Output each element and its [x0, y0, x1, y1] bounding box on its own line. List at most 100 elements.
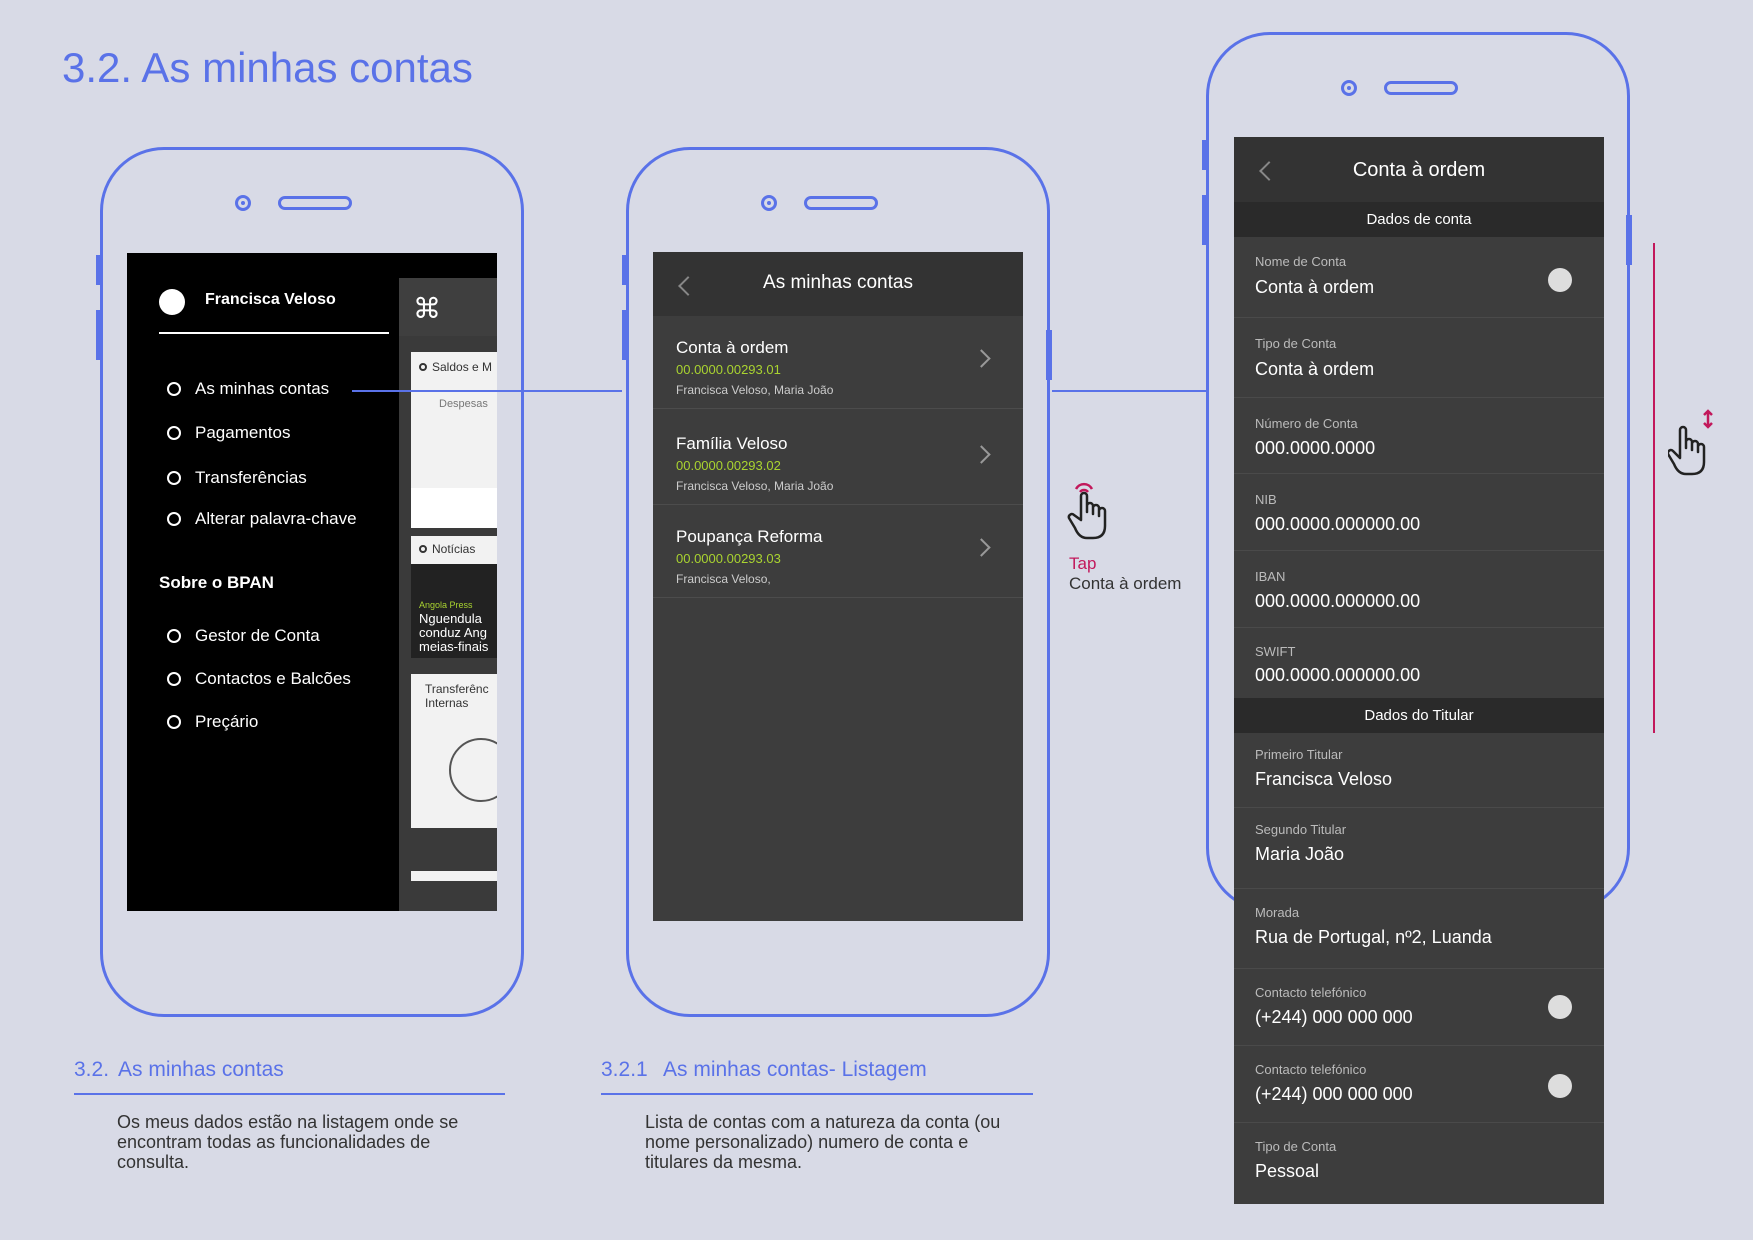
menu-item-as-minhas-contas[interactable]: As minhas contas	[167, 379, 329, 399]
card-saldos[interactable]: Saldos e M Despesas	[411, 352, 497, 528]
menu-item-gestor-de-conta[interactable]: Gestor de Conta	[167, 626, 320, 646]
avatar[interactable]	[159, 289, 185, 315]
dashboard-header	[399, 278, 497, 336]
field-label: NIB	[1255, 492, 1277, 507]
field-value: 000.0000.000000.00	[1255, 514, 1421, 534]
page-title: 3.2. As minhas contas	[62, 44, 473, 91]
caption-divider	[601, 1093, 1033, 1095]
field-label: Nome de Conta	[1255, 254, 1347, 269]
scroll-indicator	[1653, 243, 1655, 733]
menu-item-contactos-e-balcoes[interactable]: Contactos e Balcões	[167, 669, 351, 689]
account-holders: Francisca Veloso, Maria João	[676, 479, 834, 493]
card-noticias[interactable]: Notícias Angola Press Nguendula conduz A…	[411, 536, 497, 658]
field-morada: Morada Rua de Portugal, nº2, Luanda	[1234, 889, 1604, 969]
field-value: Conta à ordem	[1255, 277, 1375, 297]
phone-side-button	[622, 255, 628, 285]
radio-circle-icon	[167, 629, 181, 643]
menu-item-label: As minhas contas	[195, 379, 330, 398]
camera-icon	[761, 195, 777, 211]
field-label: Segundo Titular	[1255, 822, 1347, 837]
field-value: 000.0000.000000.00	[1255, 591, 1421, 611]
chevron-right-icon	[972, 445, 991, 464]
field-value: 000.0000.0000	[1255, 438, 1376, 458]
phone-side-button	[1046, 330, 1052, 380]
menu-item-label: Alterar palavra-chave	[195, 509, 357, 528]
caption-title: As minhas contas- Listagem	[663, 1058, 927, 1081]
radio-circle-icon	[419, 363, 427, 371]
card-title: Saldos e M	[432, 360, 493, 374]
radio-circle-icon	[167, 672, 181, 686]
menu-item-alterar-palavra-chave[interactable]: Alterar palavra-chave	[167, 509, 357, 529]
nav-bar	[1234, 137, 1604, 202]
field-segundo-titular: Segundo Titular Maria João	[1234, 808, 1604, 889]
speaker-icon	[278, 196, 352, 210]
field-value: Rua de Portugal, nº2, Luanda	[1255, 927, 1492, 947]
menu-item-label: Contactos e Balcões	[195, 669, 351, 688]
radio-circle-icon	[167, 382, 181, 396]
bank-logo-icon: ⌘	[413, 293, 441, 324]
phone-frame-2	[626, 147, 1050, 1017]
field-value: 000.0000.000000.00	[1255, 665, 1421, 685]
edit-toggle[interactable]	[1548, 268, 1572, 292]
speaker-icon	[1384, 81, 1458, 95]
field-nome-de-conta: Nome de Conta Conta à ordem	[1234, 237, 1604, 318]
menu-item-label: Pagamentos	[195, 423, 291, 442]
phone-side-button	[1202, 140, 1208, 170]
field-primeiro-titular: Primeiro Titular Francisca Veloso	[1234, 733, 1604, 808]
speaker-icon	[804, 196, 878, 210]
flow-connector	[1052, 390, 1208, 392]
chevron-right-icon	[972, 349, 991, 368]
dashboard-preview[interactable]: ⌘ Saldos e M Despesas Notícias Angola Pr…	[399, 278, 497, 911]
account-number: 00.0000.00293.03	[676, 551, 781, 566]
field-label: Tipo de Conta	[1255, 1139, 1337, 1154]
radio-circle-icon	[167, 512, 181, 526]
caption-number: 3.2.1	[601, 1058, 648, 1081]
menu-item-pagamentos[interactable]: Pagamentos	[167, 423, 290, 443]
phone-side-button	[1202, 195, 1208, 245]
edit-toggle[interactable]	[1548, 1074, 1572, 1098]
camera-icon	[235, 195, 251, 211]
screen-title: As minhas contas	[763, 272, 913, 293]
account-holders: Francisca Veloso,	[676, 572, 771, 586]
account-row[interactable]: Conta à ordem 00.0000.00293.01 Francisca…	[653, 316, 1023, 409]
field-value: (+244) 000 000 000	[1255, 1084, 1413, 1104]
phone-side-button	[96, 255, 102, 285]
card-transferencias[interactable]: Transferênc Internas	[411, 674, 497, 828]
radio-circle-icon	[167, 426, 181, 440]
caption-title: As minhas contas	[118, 1058, 284, 1081]
field-tipo-de-conta-titular: Tipo de Conta Pessoal	[1234, 1123, 1604, 1204]
menu-item-transferencias[interactable]: Transferências	[167, 468, 307, 488]
user-name: Francisca Veloso	[205, 291, 336, 308]
field-label: IBAN	[1255, 569, 1286, 584]
account-detail-screen[interactable]: Conta à ordem Dados de conta Nome de Con…	[1234, 137, 1604, 1204]
phone-side-button	[96, 310, 102, 360]
account-name: Conta à ordem	[676, 338, 789, 357]
section-title: Sobre o BPAN	[159, 573, 274, 592]
field-label: Morada	[1255, 905, 1300, 920]
field-iban: IBAN 000.0000.000000.00	[1234, 551, 1604, 628]
card-title: Transferênc Internas	[425, 682, 489, 710]
menu-item-label: Transferências	[195, 468, 307, 487]
field-value: Pessoal	[1255, 1161, 1320, 1181]
phone-side-button	[622, 310, 628, 360]
nav-bar	[653, 252, 1023, 316]
account-row[interactable]: Família Veloso 00.0000.00293.02 Francisc…	[653, 412, 1023, 505]
caption-description: Lista de contas com a natureza da conta …	[645, 1112, 1001, 1172]
menu-item-precario[interactable]: Preçário	[167, 712, 258, 732]
radio-circle-icon	[419, 545, 427, 553]
field-tipo-de-conta: Tipo de Conta Conta à ordem	[1234, 318, 1604, 398]
field-value: (+244) 000 000 000	[1255, 1007, 1413, 1027]
side-menu-screen: Francisca Veloso As minhas contas Pagame…	[127, 253, 497, 911]
field-value: Maria João	[1255, 844, 1345, 864]
field-swift: SWIFT 000.0000.000000.00	[1234, 628, 1604, 698]
camera-icon	[1341, 80, 1357, 96]
phone-frame-1	[100, 147, 524, 1017]
account-name: Família Veloso	[676, 434, 788, 453]
edit-toggle[interactable]	[1548, 995, 1572, 1019]
account-holders: Francisca Veloso, Maria João	[676, 383, 834, 397]
radio-circle-icon	[167, 715, 181, 729]
field-label: Primeiro Titular	[1255, 747, 1343, 762]
account-row[interactable]: Poupança Reforma 00.0000.00293.03 Franci…	[653, 505, 1023, 598]
section-header: Dados de conta	[1234, 202, 1604, 237]
tap-gesture-icon	[1067, 482, 1107, 540]
